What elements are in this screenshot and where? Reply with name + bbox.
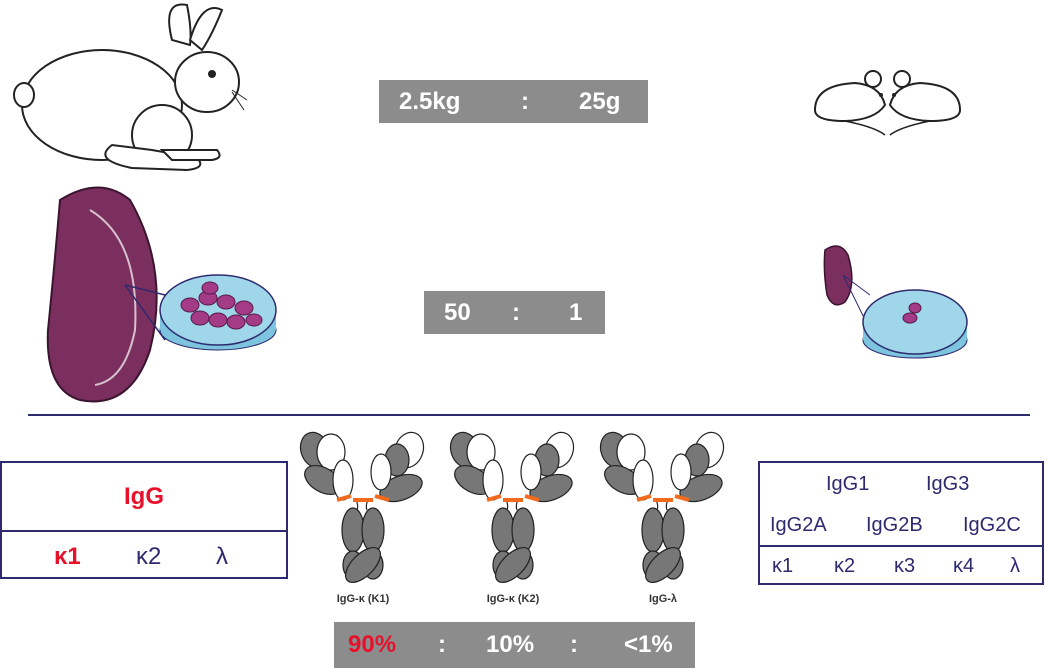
light-chain-k1: κ1 bbox=[772, 555, 794, 577]
weight-ratio-box: 2.5kg : 25g bbox=[379, 80, 648, 123]
k2-percentage: 10% bbox=[486, 631, 535, 658]
mice-illustration bbox=[813, 70, 962, 136]
light-chain-k2: κ2 bbox=[834, 555, 856, 577]
spleen-ratio-box: 50 : 1 bbox=[424, 291, 605, 334]
mouse-spleen-value: 1 bbox=[569, 298, 583, 326]
ratio-separator: : bbox=[521, 87, 529, 115]
ratio-separator: : bbox=[570, 631, 578, 658]
antibody-label: IgG-κ (K1) bbox=[336, 593, 390, 605]
light-chain-lambda: λ bbox=[1010, 555, 1020, 577]
rabbit-spleen-illustration bbox=[46, 186, 277, 403]
isotype-igg2a: IgG2A bbox=[770, 514, 827, 536]
isotype-igg2c: IgG2C bbox=[963, 514, 1021, 536]
antibody-label: IgG-κ (K2) bbox=[486, 593, 540, 605]
k1-percentage: 90% bbox=[348, 631, 397, 658]
lambda-percentage: <1% bbox=[624, 631, 673, 658]
ratio-separator: : bbox=[512, 298, 520, 326]
antibody-label: IgG-λ bbox=[648, 593, 678, 605]
rabbit-isotype-box: IgG κ1 κ2 λ bbox=[0, 461, 288, 579]
rabbit-illustration bbox=[13, 3, 248, 172]
mouse-spleen-illustration bbox=[823, 245, 968, 359]
antibody-icon bbox=[297, 430, 431, 585]
isotype-igg1: IgG1 bbox=[826, 473, 870, 495]
distribution-box: 90% : 10% : <1% bbox=[334, 622, 695, 668]
light-chain-lambda: λ bbox=[216, 543, 228, 570]
rabbit-spleen-value: 50 bbox=[444, 298, 471, 326]
box-divider bbox=[2, 530, 286, 532]
isotype-igg3: IgG3 bbox=[926, 473, 970, 495]
antibody-icon bbox=[597, 430, 731, 585]
light-chain-k2: κ2 bbox=[136, 543, 162, 570]
mouse-weight: 25g bbox=[579, 87, 621, 115]
isotype-igg2b: IgG2B bbox=[866, 514, 923, 536]
light-chain-k4: κ4 bbox=[953, 555, 975, 577]
mouse-isotype-box: IgG1 IgG3 IgG2A IgG2B IgG2C κ1 κ2 κ3 κ4 … bbox=[758, 461, 1044, 585]
rabbit-weight: 2.5kg bbox=[399, 87, 461, 115]
rabbit-igg-label: IgG bbox=[124, 483, 164, 510]
box-divider bbox=[760, 545, 1042, 547]
section-divider bbox=[28, 414, 1030, 416]
antibody-icon bbox=[447, 430, 581, 585]
light-chain-k3: κ3 bbox=[894, 555, 916, 577]
light-chain-k1: κ1 bbox=[54, 543, 81, 570]
ratio-separator: : bbox=[438, 631, 446, 658]
